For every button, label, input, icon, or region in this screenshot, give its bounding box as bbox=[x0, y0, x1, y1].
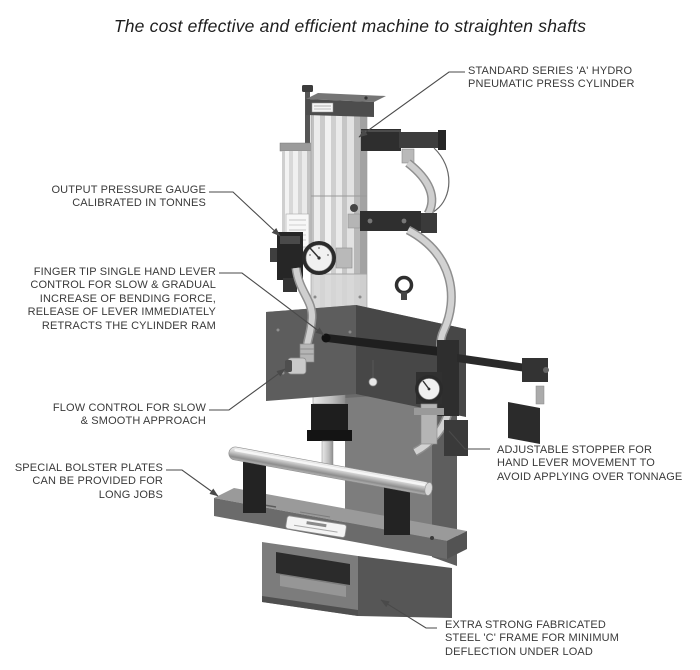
callout-standard-series: STANDARD SERIES 'A' HYDRO PNEUMATIC PRES… bbox=[468, 65, 635, 91]
leader-finger-tip bbox=[219, 272, 325, 336]
gauge-needle bbox=[309, 247, 320, 259]
lever-knob bbox=[321, 333, 331, 343]
callout-special-bolster: SPECIAL BOLSTER PLATES CAN BE PROVIDED F… bbox=[14, 462, 163, 501]
callout-finger-tip-lever: FINGER TIP SINGLE HAND LEVER CONTROL FOR… bbox=[27, 266, 216, 332]
cylinder-top-cap bbox=[306, 93, 386, 117]
hose-left bbox=[291, 267, 317, 363]
bolster-plate-right bbox=[384, 482, 415, 535]
callout-output-gauge: OUTPUT PRESSURE GAUGE CALIBRATED IN TONN… bbox=[51, 184, 206, 210]
workpiece-shaft bbox=[228, 446, 433, 496]
callout-adjustable-stopper: ADJUSTABLE STOPPER FOR HAND LEVER MOVEME… bbox=[497, 444, 683, 483]
callout-extra-strong-frame: EXTRA STRONG FABRICATED STEEL 'C' FRAME … bbox=[445, 619, 620, 658]
leader-standard-series bbox=[358, 71, 465, 138]
hand-lever bbox=[321, 333, 549, 416]
hose-upper bbox=[405, 159, 437, 217]
output-pressure-gauge bbox=[302, 241, 336, 275]
page-title: The cost effective and efficient machine… bbox=[113, 16, 587, 36]
gauge-needle bbox=[422, 380, 430, 390]
base-slot bbox=[276, 552, 350, 585]
leader-bolster bbox=[166, 469, 219, 497]
flow-control-valve bbox=[285, 357, 307, 375]
lever-arm bbox=[457, 354, 540, 374]
lifting-eye bbox=[394, 275, 414, 300]
leader-lines bbox=[166, 71, 490, 629]
hose-clamp-block bbox=[347, 204, 437, 233]
gauge-manifold bbox=[270, 232, 353, 292]
leader-stopper bbox=[448, 430, 490, 450]
leader-flow-control bbox=[209, 368, 286, 411]
nameplate bbox=[285, 515, 347, 538]
right-pressure-gauge bbox=[414, 372, 444, 445]
air-valve-block bbox=[361, 129, 450, 225]
ram-rod bbox=[321, 440, 334, 466]
leader-output-gauge bbox=[209, 191, 281, 237]
adjustable-stopper bbox=[444, 385, 545, 456]
press-cylinder bbox=[306, 93, 386, 317]
leader-extra-strong bbox=[380, 599, 437, 629]
callout-flow-control: FLOW CONTROL FOR SLOW & SMOOTH APPROACH bbox=[52, 402, 206, 428]
lever-pivot-plate bbox=[437, 340, 459, 416]
stopper-screw-ball bbox=[368, 377, 378, 387]
